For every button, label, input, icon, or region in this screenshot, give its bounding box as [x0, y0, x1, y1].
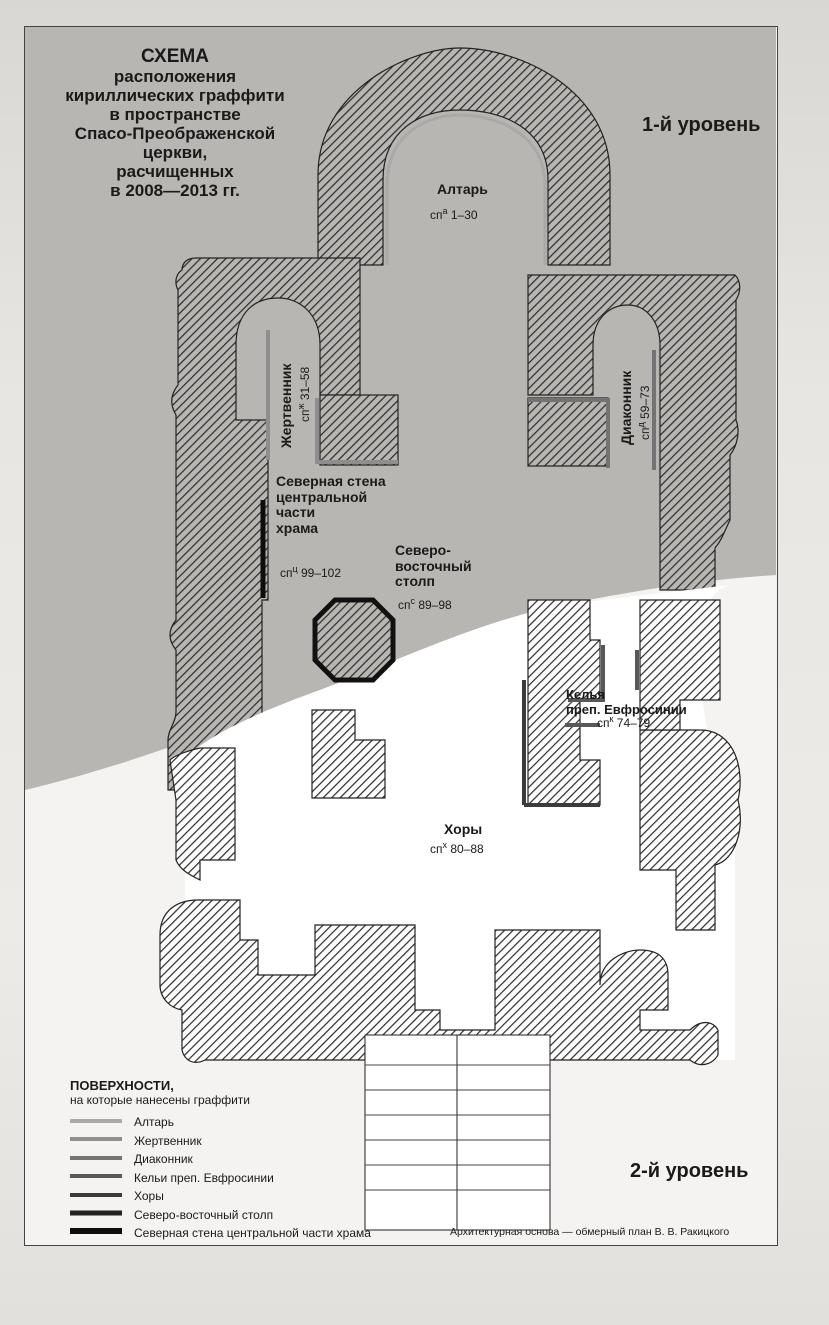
legend-heading: ПОВЕРХНОСТИ,	[70, 1078, 174, 1093]
south-wall	[527, 274, 741, 591]
pier-ne	[527, 397, 609, 467]
level2-pier-west	[311, 709, 386, 799]
choir-south-wall	[639, 729, 741, 931]
altar-label: Алтарь	[437, 181, 488, 197]
legend-item: Хоры	[134, 1189, 164, 1204]
level2-label: 2-й уровень	[630, 1160, 749, 1182]
title-line: расположения	[113, 67, 237, 87]
north-wall-ref: спц 99–102	[280, 564, 342, 580]
pillar-ref: спс 89–98	[398, 596, 452, 612]
diakonnik-ref: спд 59–73	[636, 385, 652, 440]
title-line: в пространстве	[109, 105, 241, 125]
title-line: СХЕМА	[141, 46, 209, 67]
zhertvennik-label: Жертвенник	[278, 363, 294, 448]
credit-line: Архитектурная основа — обмерный план В. …	[450, 1226, 730, 1238]
mark-cell-1	[568, 645, 605, 702]
title-line: расчищенных	[116, 162, 234, 182]
legend-item: Жертвенник	[134, 1133, 202, 1148]
legend-item: Кельи преп. Евфросинии	[134, 1170, 274, 1185]
title-line: Спасо-Преображенской	[74, 124, 276, 144]
altar-ref: спа 1–30	[430, 206, 478, 222]
map-title: СХЕМА расположения кириллических граффит…	[50, 46, 300, 200]
north-wall-label: Северная стена центральной части храма	[276, 473, 386, 537]
staircase	[364, 1034, 551, 1231]
cell-label: Келья преп. Евфросинии	[566, 687, 687, 717]
mark-zhert-2	[315, 398, 398, 464]
pier-nw	[319, 394, 399, 466]
title-line: кириллических граффити	[65, 86, 285, 106]
level1-label: 1-й уровень	[642, 114, 761, 136]
zhertvennik-ref: спж 31–58	[296, 366, 312, 422]
legend-item: Северо-восточный столп	[134, 1207, 274, 1222]
cell-ref: спк 74–79	[597, 714, 651, 730]
choir-west-wall	[159, 899, 719, 1066]
mark-diak-2	[528, 398, 610, 468]
choir-north-wall	[169, 747, 236, 881]
cell-east-block	[639, 599, 721, 731]
north-east-pillar	[312, 597, 396, 683]
legend-item: Диаконник	[134, 1152, 193, 1167]
legend-subheading: на которые нанесены граффити	[70, 1093, 251, 1107]
title-line: в 2008—2013 гг.	[110, 181, 240, 201]
legend-item: Северная стена центральной части храма	[134, 1226, 371, 1241]
legend-item: Алтарь	[134, 1115, 174, 1130]
title-line: церкви,	[142, 143, 208, 163]
pillar-label: Северо- восточный столп	[395, 542, 472, 590]
apse-wall	[317, 47, 611, 266]
choir-label: Хоры	[444, 821, 483, 837]
diakonnik-label: Диаконник	[618, 370, 634, 445]
legend-swatches	[70, 1119, 122, 1234]
legend: ПОВЕРХНОСТИ, на которые нанесены граффит…	[70, 1078, 371, 1243]
mark-altar	[385, 113, 547, 265]
choir-ref: спх 80–88	[430, 840, 484, 856]
